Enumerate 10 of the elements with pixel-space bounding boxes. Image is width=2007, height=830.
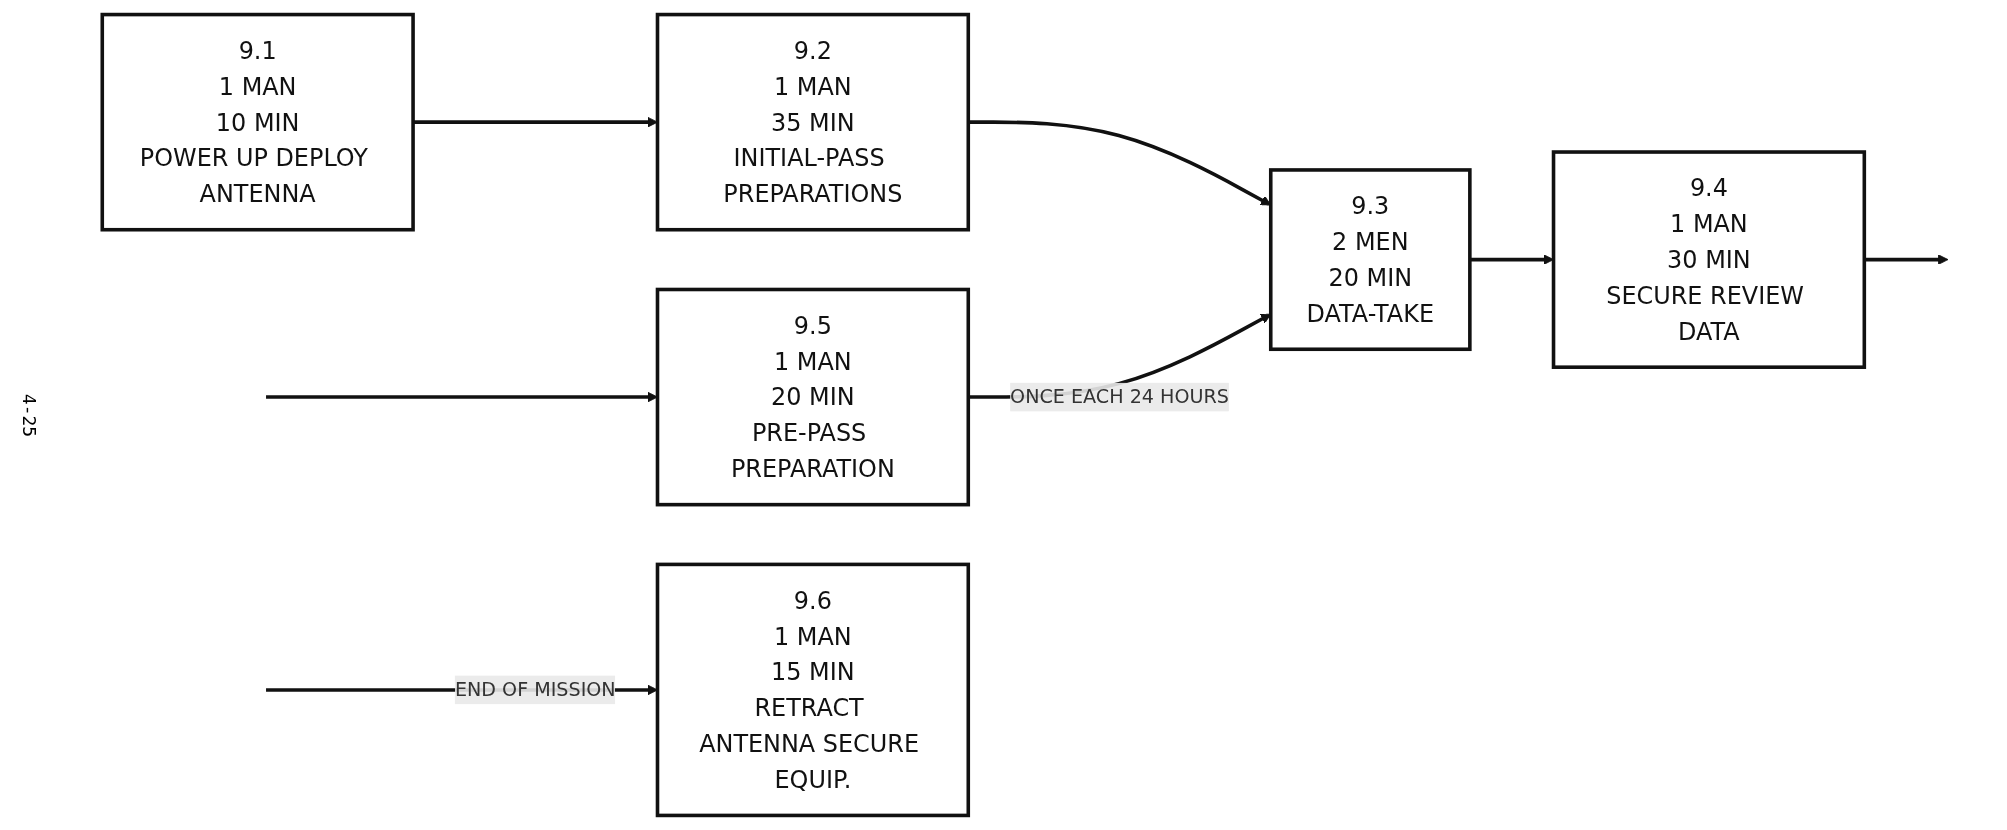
node-box: 9.3 2 MEN 20 MIN DATA-TAKE: [1268, 168, 1472, 352]
edge-label: ONCE EACH 24 HOURS: [1010, 385, 1229, 408]
arrow: [266, 391, 658, 403]
edge-label: END OF MISSION: [454, 677, 616, 701]
node-box: 9.1 1 MAN 10 MIN POWER UP DEPLOY ANTENNA: [100, 12, 415, 232]
node-box: 9.5 1 MAN 20 MIN PRE-PASS PREPARATION: [655, 287, 971, 507]
node-box: 9.4 1 MAN 30 MIN SECURE REVIEW DATA: [1551, 150, 1867, 369]
node-box: 9.2 1 MAN 35 MIN INITIAL-PASS PREPARATIONS: [655, 12, 971, 232]
page-number: 4-25: [19, 393, 41, 437]
node-box: 9.6 1 MAN 15 MIN RETRACT ANTENNA SECURE EQUIP.: [655, 562, 971, 818]
